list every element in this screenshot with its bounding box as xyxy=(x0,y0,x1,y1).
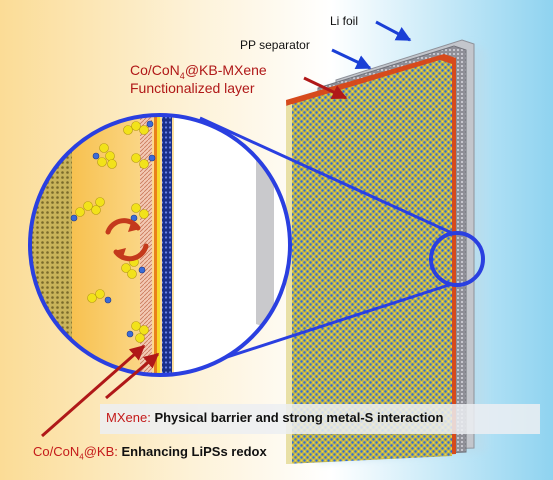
zoom-blue-mxene xyxy=(162,115,172,375)
functional-layer-title: Co/CoN4@KB-MXene xyxy=(130,62,267,81)
kb-pointer-arrow xyxy=(41,344,146,438)
zoom-line-top xyxy=(199,116,453,235)
molecule-5 xyxy=(130,203,149,222)
zoom-separator-shadow xyxy=(256,160,274,330)
kb-description: Enhancing LiPSs redox xyxy=(121,444,267,459)
kb-term-post: @KB: xyxy=(83,444,118,459)
molecule-1 xyxy=(123,120,154,135)
zoom-yellow-line xyxy=(157,115,160,375)
cathode-edge xyxy=(286,104,292,464)
pp-separator-label: PP separator xyxy=(240,38,310,52)
kb-term: Co/CoN4@KB: xyxy=(33,444,118,462)
functionalized-layer-grid xyxy=(286,60,452,464)
battery-cell-stack xyxy=(286,39,486,464)
kb-term-sub: 4 xyxy=(79,452,84,462)
functional-layer-formula-sub: 4 xyxy=(179,70,185,81)
magnified-view xyxy=(28,113,292,377)
mxene-caption-strip xyxy=(100,404,540,434)
molecule-8 xyxy=(126,321,149,343)
li-foil-arrow xyxy=(375,20,412,42)
kb-term-pre: Co/CoN xyxy=(33,444,80,459)
zoom-target-ring xyxy=(429,231,485,287)
pp-separator-arrow xyxy=(331,48,372,70)
mxene-pointer-arrow xyxy=(105,352,160,400)
molecule-4 xyxy=(70,197,105,222)
polysulfide-molecules xyxy=(70,120,156,343)
molecule-3 xyxy=(131,153,156,169)
mxene-term: MXene: xyxy=(106,410,151,425)
zoom-line-bottom xyxy=(217,282,453,362)
functional-layer-formula-pre: Co/CoN xyxy=(130,62,180,78)
molecule-2 xyxy=(92,143,117,169)
molecule-7 xyxy=(87,289,112,304)
mxene-caption: MXene: Physical barrier and strong metal… xyxy=(106,410,443,425)
functional-layer-formula-post: @KB-MXene xyxy=(184,62,267,78)
kb-caption: Co/CoN4@KB: Enhancing LiPSs redox xyxy=(33,444,267,462)
zoom-orange-line xyxy=(154,115,157,375)
mxene-description: Physical barrier and strong metal-S inte… xyxy=(154,410,444,425)
li-foil-label: Li foil xyxy=(330,14,359,28)
molecule-6 xyxy=(121,257,146,279)
functional-layer-subtitle: Functionalized layer xyxy=(130,80,255,96)
circular-arrows-icon xyxy=(105,218,149,262)
functional-layer-arrow xyxy=(303,76,348,100)
magnifier-ring xyxy=(28,113,292,377)
